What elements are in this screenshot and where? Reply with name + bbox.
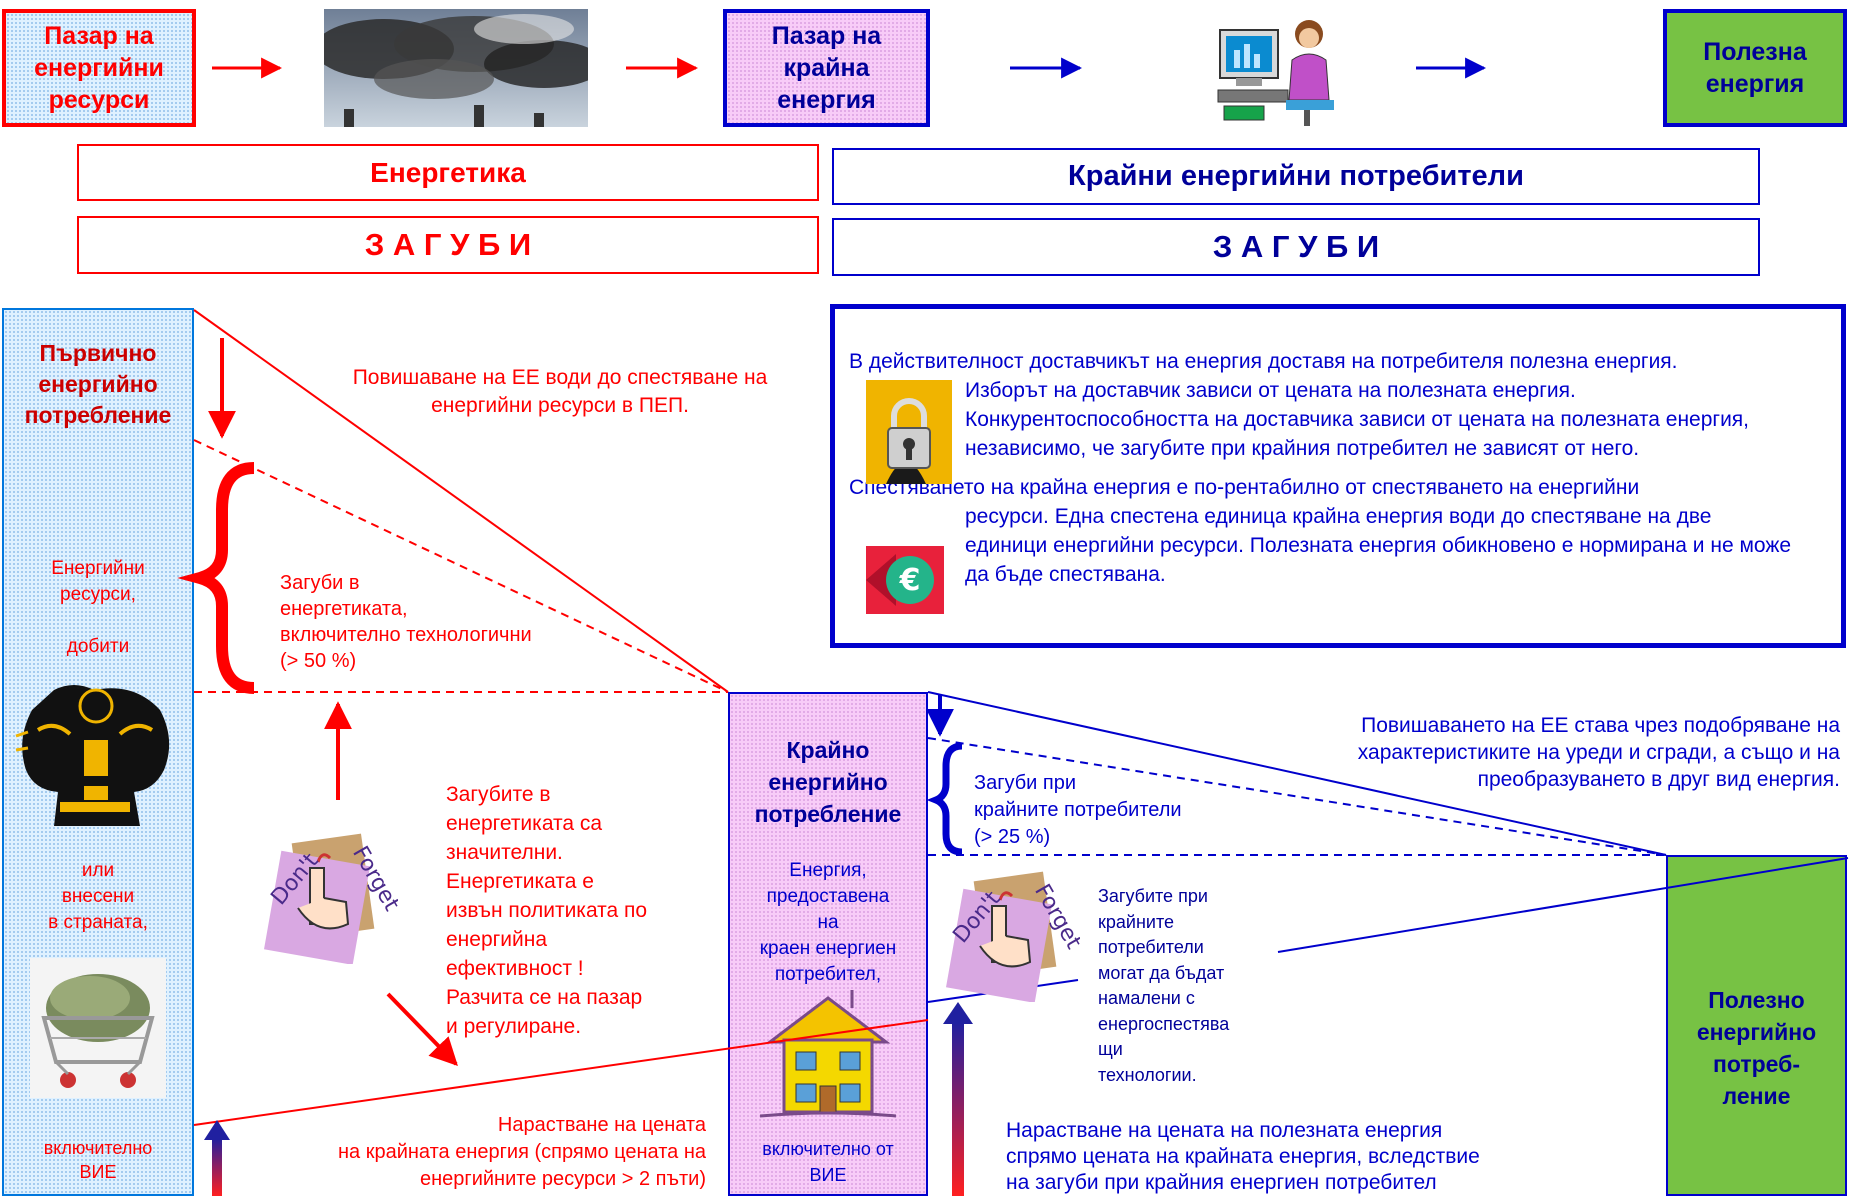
note-ee-pep: Повишаване на ЕЕ води до спестяване на е… — [352, 366, 768, 417]
useful-energy-box: Полезна енергия — [1663, 9, 1847, 127]
note-losses-energy: Загуби в енергетиката, включително техно… — [280, 572, 532, 672]
padlock-icon — [866, 380, 952, 484]
final-consumers-band: Крайни енергийни потребители — [832, 148, 1760, 205]
red-diag-arrow — [386, 992, 458, 1067]
dont-forget-icon: Don't Forget — [258, 828, 398, 964]
bodybuilder-icon — [14, 680, 176, 828]
note-losses-significant: Загубите в енергетиката са значителни. Е… — [446, 783, 648, 1038]
funnel-top-blue — [927, 691, 1667, 856]
middle-incl-res-label: включително от ВИЕ — [762, 1139, 894, 1185]
smokestack-photo — [324, 9, 588, 127]
info-para-2: ресурси. Една спестена единица крайна ен… — [965, 505, 1792, 586]
energy-sector-label: Енергетика — [370, 156, 526, 188]
losses-left-label: З А Г У Б И — [364, 227, 532, 262]
useful-energy-label: Полезна енергия — [1703, 38, 1807, 98]
price-line-red — [193, 1019, 929, 1126]
funnel-dash-blue — [927, 737, 1667, 856]
market-final-label: Пазар на крайна енергия — [771, 22, 882, 114]
losses-left-band: З А Г У Б И — [77, 216, 819, 274]
note-price-growth-final: Нарастване на цената на крайната енергия… — [337, 1114, 706, 1190]
info-para-1: Изборът на доставчик зависи от цената на… — [965, 379, 1750, 460]
note-price-growth-useful: Нарастване на цената на полезната енерги… — [1006, 1119, 1480, 1194]
info-line-1: В действителност доставчикът на енергия … — [849, 350, 1678, 373]
left-incl-res-label: включително ВИЕ — [43, 1138, 153, 1182]
money-cart-icon — [30, 958, 166, 1098]
market-resources-label: Пазар на енергийни ресурси — [34, 22, 164, 114]
funnel-top-red — [193, 309, 729, 693]
primary-consumption-title: Първично енергийно потребление — [24, 340, 172, 428]
imported-label: или внесени в страната, — [48, 860, 148, 933]
final-consumption-title: Крайно енергийно потребление — [754, 737, 902, 827]
price-up-head-right — [943, 1002, 973, 1024]
price-up-head-left — [204, 1120, 230, 1140]
euro-icon: € — [866, 546, 944, 614]
price-up-bar-left — [212, 1138, 222, 1196]
market-final-box: Пазар на крайна енергия — [723, 9, 930, 127]
resources-label: Енергийни ресурси, — [51, 558, 145, 605]
funnel-dash-red — [193, 439, 729, 693]
svg-text:€: € — [899, 563, 921, 598]
info-box: В действителност доставчикът на енергия … — [830, 304, 1846, 648]
useful-consumption-title: Полезно енергийно потреб- ление — [1696, 987, 1817, 1109]
info-line-2: Спестяването на крайна енергия е по-рент… — [849, 476, 1640, 499]
useful-consumption-column — [1666, 855, 1847, 1196]
mined-label: добити — [66, 636, 130, 657]
losses-right-band: З А Г У Б И — [832, 218, 1760, 276]
note-losses-consumers: Загуби при крайните потребители (> 25 %) — [974, 772, 1182, 848]
note-losses-reduced: Загубите при крайните потребители могат … — [1098, 886, 1230, 1085]
market-resources-box: Пазар на енергийни ресурси — [2, 9, 196, 127]
price-line-blue-right — [1277, 857, 1849, 953]
computer-user-icon — [1214, 10, 1344, 128]
dont-forget-icon-2: Don't Forget — [940, 866, 1080, 1002]
provided-energy-label: Енергия, предоставена на краен енергиен … — [759, 860, 897, 985]
note-ee-devices: Повишаването на ЕЕ става чрез подобряван… — [1357, 714, 1840, 791]
losses-right-label: З А Г У Б И — [1212, 229, 1380, 264]
energy-sector-band: Енергетика — [77, 144, 819, 201]
price-up-bar-right — [952, 1022, 964, 1196]
red-brace — [177, 462, 255, 694]
final-consumers-label: Крайни енергийни потребители — [1068, 160, 1524, 192]
blue-brace — [926, 742, 963, 856]
